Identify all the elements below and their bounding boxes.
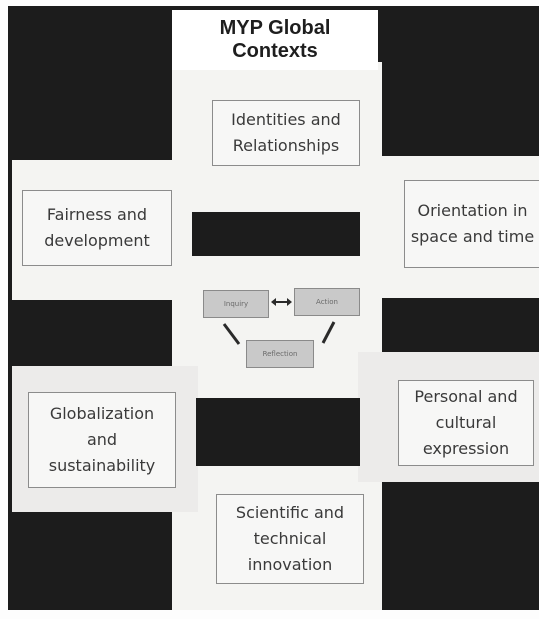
context-fairness-development: Fairness and development — [22, 190, 172, 266]
inquiry-action-arrow — [271, 298, 292, 306]
context-globalization-sustainability: Globalization and sustainability — [28, 392, 176, 488]
context-identities-relationships: Identities and Relationships — [212, 100, 360, 166]
page-title: MYP Global Contexts — [172, 10, 378, 70]
cycle-reflection: Reflection — [246, 340, 314, 368]
center-gap-upper — [192, 212, 360, 256]
cycle-action: Action — [294, 288, 360, 316]
cycle-inquiry: Inquiry — [203, 290, 269, 318]
center-gap-lower — [196, 398, 360, 466]
context-personal-cultural-expression: Personal and cultural expression — [398, 380, 534, 466]
context-scientific-technical-innovation: Scientific and technical innovation — [216, 494, 364, 584]
context-orientation-space-time: Orientation in space and time — [404, 180, 539, 268]
inquiry-reflection-arrow — [222, 323, 241, 345]
action-reflection-arrow — [321, 321, 336, 344]
